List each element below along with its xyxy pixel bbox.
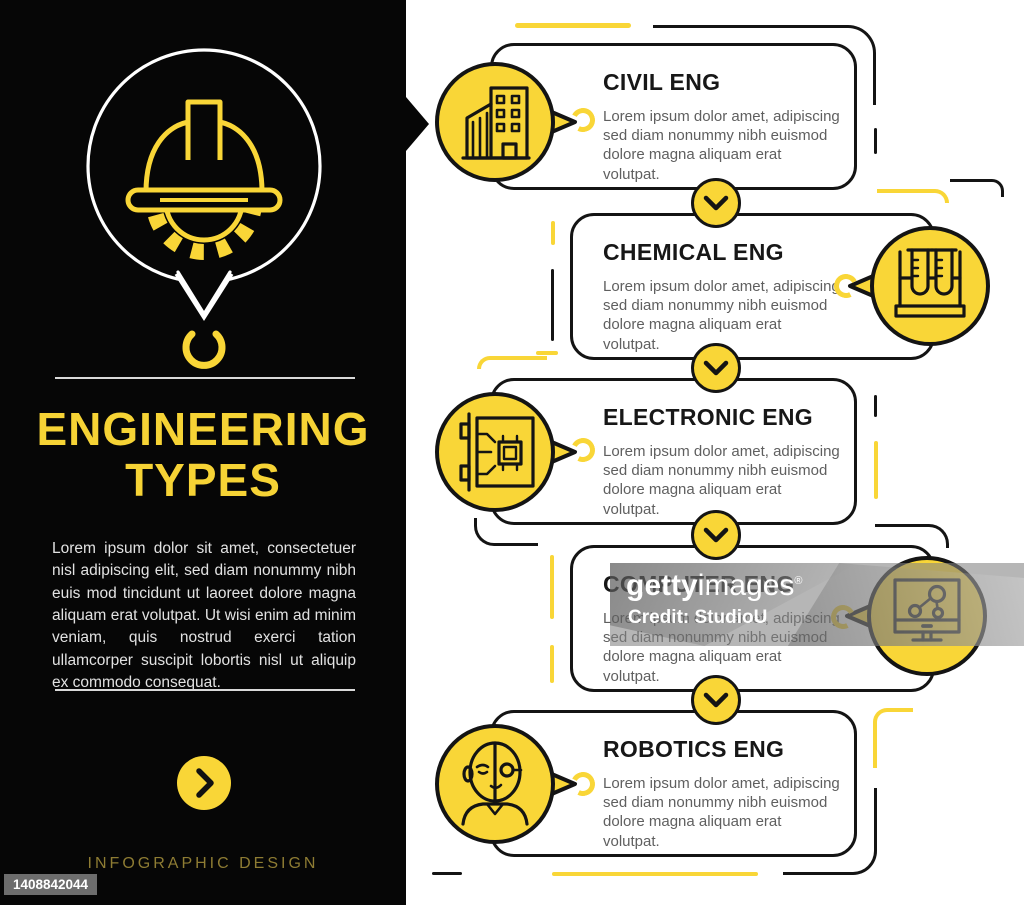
civil-icon-bubble [435,62,577,182]
page-title-line2: TYPES [125,453,281,506]
chevron-down-icon [703,360,729,376]
chevron-down-icon [703,692,729,708]
card-description: Lorem ipsum dolor amet, adipiscing sed d… [603,278,840,353]
card-description: Lorem ipsum dolor amet, adipiscing sed d… [603,775,840,850]
page-title: ENGINEERING TYPES [0,404,406,505]
page-title-line1: ENGINEERING [36,403,370,455]
chevron-right-icon [196,768,214,798]
left-panel: ENGINEERING TYPES Lorem ipsum dolor sit … [0,0,406,905]
card-title: ROBOTICS ENG [603,736,785,762]
panel-pointer-arrow [406,97,429,151]
hook-arc-icon [182,330,226,369]
decor-yellow-arc-chemical [877,189,949,203]
decor-yellow-line-electronic-right [874,441,878,499]
decor-yellow-arc-electronic [477,356,547,369]
card-description: Lorem ipsum dolor amet, adipiscing sed d… [603,108,840,183]
footer-label: INFOGRAPHIC DESIGN [87,855,319,872]
getty-logo: gettyimages® [626,569,803,603]
card-civil-eng: CIVIL ENG Lorem ipsum dolor amet, adipis… [490,43,857,190]
decor-black-dash-bottom [432,872,462,875]
decor-black-hook-topright [950,179,1004,197]
image-id-watermark: 1408842044 [4,874,97,895]
decor-black-line-chemical-left [551,269,554,341]
test-tubes-icon [894,248,966,318]
panel-description: Lorem ipsum dolor sit amet, consectetuer… [52,540,356,691]
decor-black-corner-robotics [783,788,877,875]
connector-chevron-3[interactable] [691,510,741,560]
hard-hat-gear-icon [125,99,283,260]
speech-bubble-outline [86,48,322,369]
electronic-icon-bubble [435,392,577,512]
building-icon [461,86,531,160]
decor-yellow-dash-top [515,23,631,28]
decor-black-dash-right [874,128,877,154]
card-title: CIVIL ENG [603,69,721,95]
chevron-down-icon [703,195,729,211]
decor-yellow-corner-robotics [873,708,913,768]
chemical-icon-bubble [848,226,990,346]
decor-black-dash-electronic-right [874,395,877,417]
watermark-credit: Credit: StudioU [628,607,768,628]
robotics-icon-bubble [435,724,577,844]
decor-yellow-dash-chemical-bottom [536,351,558,355]
connector-chevron-1[interactable] [691,178,741,228]
decor-black-bracket-civil [653,25,876,105]
decor-black-corner-electronic [875,524,949,548]
divider-bottom [55,689,355,691]
divider-top [55,377,355,379]
chevron-down-icon [703,527,729,543]
robot-face-icon [461,741,529,826]
getty-logo-light: images [697,569,795,602]
registered-mark: ® [794,575,803,587]
getty-logo-bold: getty [626,569,698,602]
next-arrow-button[interactable] [177,756,231,810]
decor-yellow-line-bottom [552,872,758,876]
card-description: Lorem ipsum dolor amet, adipiscing sed d… [603,443,840,518]
decor-yellow-dash-chemical-left [551,221,555,245]
getty-watermark: gettyimages® Credit: StudioU [610,563,1024,646]
card-title: CHEMICAL ENG [603,239,784,265]
circuit-board-icon [459,412,535,492]
connector-chevron-4[interactable] [691,675,741,725]
card-title: ELECTRONIC ENG [603,404,813,430]
decor-yellow-dash-computer-left [550,645,554,683]
decor-yellow-line-computer-left [550,555,554,619]
decor-black-corner-computer-left [474,518,538,546]
connector-chevron-2[interactable] [691,343,741,393]
